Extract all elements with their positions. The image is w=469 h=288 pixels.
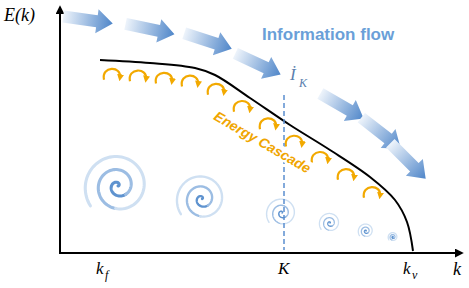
flow-arrow — [123, 12, 177, 46]
cascade-arrow — [130, 71, 146, 82]
axis-title: k — [453, 260, 461, 278]
cascade-arrow — [260, 118, 276, 129]
eddy-spiral — [273, 205, 289, 223]
eddy-spiral — [98, 170, 131, 209]
eddy-spiral — [177, 176, 222, 216]
cascade-arrow — [104, 69, 120, 80]
cascade-arrow — [364, 187, 380, 198]
tick-subscript: ν — [412, 269, 417, 281]
eddy-spiral — [390, 235, 395, 241]
tick-label: K — [278, 260, 289, 277]
flow-arrow — [230, 43, 285, 86]
tick-label: k — [403, 260, 411, 277]
axis-title: E(k) — [4, 6, 35, 24]
cascade-arrow — [286, 136, 302, 147]
cascade-label: Energy Cascade — [210, 108, 313, 176]
eddy-spiral — [328, 222, 333, 226]
flow-arrow — [62, 5, 115, 36]
eddy-spiral — [267, 199, 295, 224]
eddy-spiral — [388, 233, 397, 241]
flow-arrow — [181, 22, 236, 60]
tick-subscript: f — [105, 269, 108, 281]
flux-symbol: İ — [290, 66, 296, 83]
eddy-spirals — [85, 157, 397, 241]
x-axis — [59, 252, 462, 254]
information-flow-arrows — [62, 5, 435, 188]
cascade-arrow — [312, 152, 328, 163]
eddy-spiral — [85, 157, 144, 209]
cascade-loops — [104, 69, 380, 198]
eddy-spiral — [111, 182, 125, 196]
cascade-arrow — [338, 169, 354, 180]
tick-label: k — [96, 260, 104, 277]
eddy-spiral — [187, 186, 212, 216]
eddy-spiral — [361, 227, 369, 236]
spectrum-curve — [100, 60, 413, 251]
flow-label: Information flow — [262, 26, 394, 43]
cascade-arrow — [234, 101, 250, 112]
cascade-arrow — [208, 84, 224, 95]
eddy-spiral — [324, 218, 335, 231]
eddy-spiral — [197, 196, 208, 207]
eddy-spiral — [358, 224, 372, 236]
cascade-arrow — [182, 76, 198, 87]
y-axis — [59, 7, 61, 253]
cascade-arrow — [156, 73, 172, 84]
flow-arrow — [382, 135, 434, 187]
flux-subscript: K — [299, 77, 307, 89]
axes — [59, 7, 462, 253]
cutoff-line — [283, 95, 285, 250]
eddy-spiral — [319, 213, 338, 230]
